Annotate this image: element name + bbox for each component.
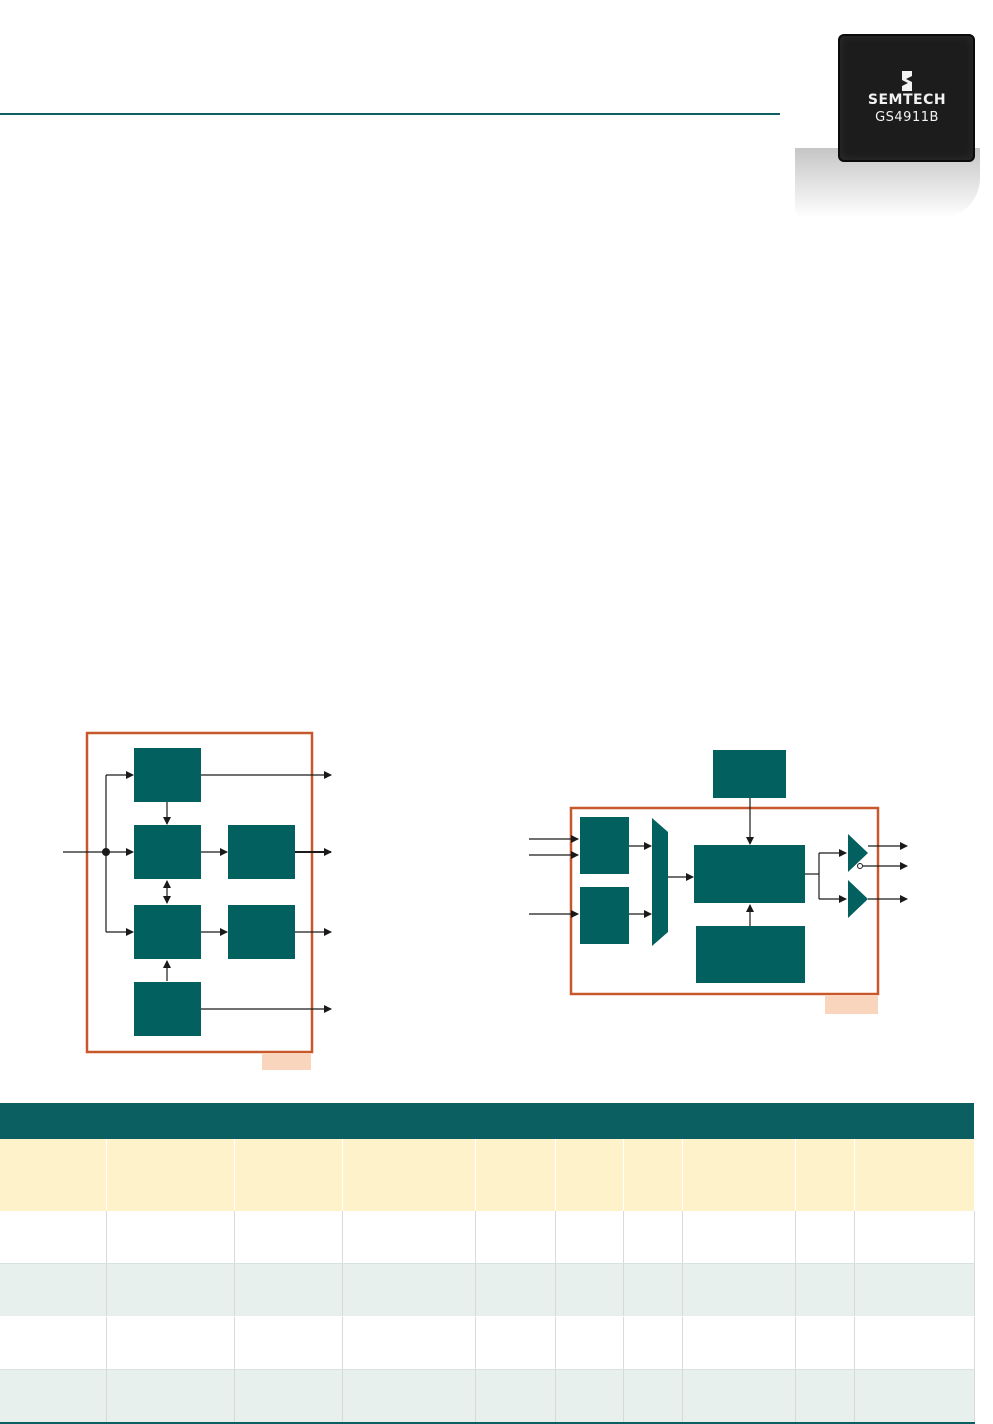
right-block-input-bottom: [580, 887, 629, 944]
left-block-diagram: [63, 733, 331, 1070]
right-block-lower: [696, 926, 805, 983]
block-diagrams: [0, 0, 993, 1100]
table-title-bar: [0, 1103, 974, 1139]
right-output-buffer-bottom: [848, 880, 868, 918]
left-diagram-tag: [262, 1053, 311, 1070]
right-diagram-tag: [825, 995, 878, 1014]
right-block-diagram: [529, 750, 907, 1014]
left-block-top: [134, 748, 201, 802]
right-block-external-top: [713, 750, 786, 798]
right-block-core: [694, 845, 805, 903]
table-row: [0, 1370, 974, 1424]
left-block-lower: [134, 905, 201, 959]
table-row: [0, 1317, 974, 1370]
right-block-input-top: [580, 817, 629, 874]
right-mux-shape: [652, 818, 668, 946]
left-block-bottom: [134, 982, 201, 1036]
table-row: [0, 1264, 974, 1317]
left-block-lower-right: [228, 905, 295, 959]
product-table: [0, 1103, 975, 1424]
left-block-middle: [134, 825, 201, 879]
left-block-middle-right: [228, 825, 295, 879]
table-row: [0, 1211, 974, 1264]
table-header-row: [0, 1139, 974, 1211]
